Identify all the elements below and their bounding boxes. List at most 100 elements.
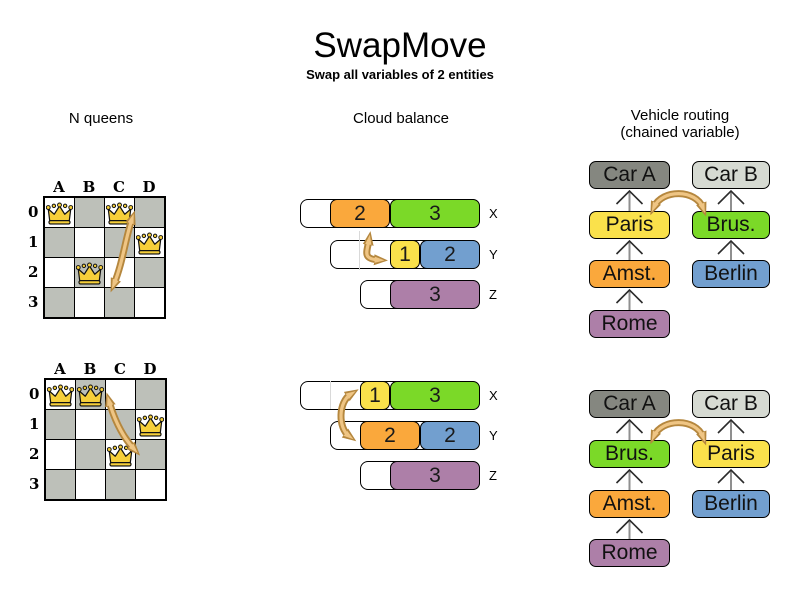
- board-cell: [136, 440, 165, 469]
- board-col-label: D: [142, 178, 156, 196]
- queen-icon: [137, 414, 164, 437]
- board-cell: [46, 440, 75, 469]
- process-block: 2: [420, 240, 480, 269]
- board-row-label: 2: [28, 263, 39, 281]
- board-col-label: A: [53, 178, 65, 196]
- chain-arrowhead: [717, 418, 745, 434]
- board-col-label: C: [113, 178, 125, 196]
- computer-label: Y: [489, 428, 498, 443]
- board-row-label: 3: [28, 293, 39, 311]
- chain-connectors: [615, 189, 745, 539]
- vehicle-node: Brus.: [692, 211, 770, 239]
- board-row-label: 0: [28, 203, 39, 221]
- cloud-header: Cloud balance: [353, 110, 449, 127]
- board-row-label: 3: [29, 475, 40, 493]
- queen-icon: [47, 384, 74, 407]
- board-cell: [105, 288, 134, 317]
- vehicle-node: Paris: [589, 211, 670, 239]
- computer-label: Y: [489, 247, 498, 262]
- process-block: 1: [390, 240, 420, 269]
- vehicle-node: Brus.: [589, 440, 670, 468]
- board-col-label: B: [83, 360, 97, 378]
- board-cell: [46, 470, 75, 499]
- process-block: 2: [330, 199, 390, 228]
- vehicle-header: Vehicle routing (chained variable): [587, 107, 773, 141]
- chain-arrowhead: [615, 288, 644, 304]
- computer-label: X: [489, 206, 498, 221]
- board-row-label: 1: [28, 233, 39, 251]
- computer-label: X: [489, 388, 498, 403]
- chain-arrowhead: [615, 189, 644, 205]
- queen-icon: [107, 444, 134, 467]
- board-col-label: B: [82, 178, 96, 196]
- process-block: 3: [390, 199, 480, 228]
- board-row-label: 0: [29, 385, 40, 403]
- process-block: 2: [360, 421, 420, 450]
- board-cell: [106, 410, 135, 439]
- computer-label: Z: [489, 468, 497, 483]
- board-cell: [105, 258, 134, 287]
- nqueens-header: N queens: [68, 110, 134, 127]
- page-subtitle: Swap all variables of 2 entities: [306, 67, 494, 82]
- board-cell: [135, 198, 164, 227]
- swap-arrow-vehicle-after: [650, 419, 707, 446]
- vehicle-node: Rome: [589, 310, 670, 338]
- vehicle-node: Rome: [589, 539, 670, 567]
- board-col-label: A: [54, 360, 66, 378]
- board-cell: [75, 198, 104, 227]
- board-cell: [136, 380, 165, 409]
- page-title: SwapMove: [313, 26, 487, 65]
- board-row-label: 1: [29, 415, 40, 433]
- vehicle-node: Berlin: [692, 260, 770, 288]
- vehicle-node: Amst.: [589, 490, 670, 518]
- process-block: 3: [390, 461, 480, 490]
- board-cell: [106, 380, 135, 409]
- board-cell: [135, 258, 164, 287]
- board-cell: [135, 288, 164, 317]
- computer-label: Z: [489, 287, 497, 302]
- vehicle-node: Car B: [692, 390, 770, 418]
- board-cell: [136, 470, 165, 499]
- queen-icon: [77, 384, 104, 407]
- chain-arrowhead: [615, 239, 644, 255]
- vehicle-node: Paris: [692, 440, 770, 468]
- board-row-label: 2: [29, 445, 40, 463]
- board-cell: [75, 228, 104, 257]
- chain-arrowhead: [717, 468, 745, 484]
- queen-icon: [106, 202, 133, 225]
- board-cell: [46, 410, 75, 439]
- chain-arrowhead: [717, 239, 745, 255]
- vehicle-node: Berlin: [692, 490, 770, 518]
- vehicle-node: Amst.: [589, 260, 670, 288]
- process-block: 3: [390, 280, 480, 309]
- queen-icon: [76, 262, 103, 285]
- chain-arrowhead: [717, 189, 745, 205]
- board-cell: [45, 258, 74, 287]
- board-cell: [45, 228, 74, 257]
- vehicle-header-line2: (chained variable): [620, 124, 740, 141]
- board-cell: [76, 440, 105, 469]
- process-block: 1: [360, 381, 390, 410]
- vehicle-node: Car B: [692, 161, 770, 189]
- queen-icon: [46, 202, 73, 225]
- chain-arrowhead: [615, 418, 644, 434]
- swap-arrow-vehicle-before: [650, 190, 707, 217]
- board-cell: [105, 228, 134, 257]
- process-block: 3: [390, 381, 480, 410]
- board-cell: [76, 470, 105, 499]
- vehicle-header-line1: Vehicle routing: [630, 107, 730, 124]
- chain-arrowhead: [615, 518, 644, 534]
- chain-arrowhead: [615, 468, 644, 484]
- board-cell: [45, 288, 74, 317]
- vehicle-node: Car A: [589, 390, 670, 418]
- board-cell: [75, 288, 104, 317]
- board-cell: [76, 410, 105, 439]
- board-col-label: C: [114, 360, 126, 378]
- process-block: 2: [420, 421, 480, 450]
- board-cell: [106, 470, 135, 499]
- queen-icon: [136, 232, 163, 255]
- board-col-label: D: [143, 360, 157, 378]
